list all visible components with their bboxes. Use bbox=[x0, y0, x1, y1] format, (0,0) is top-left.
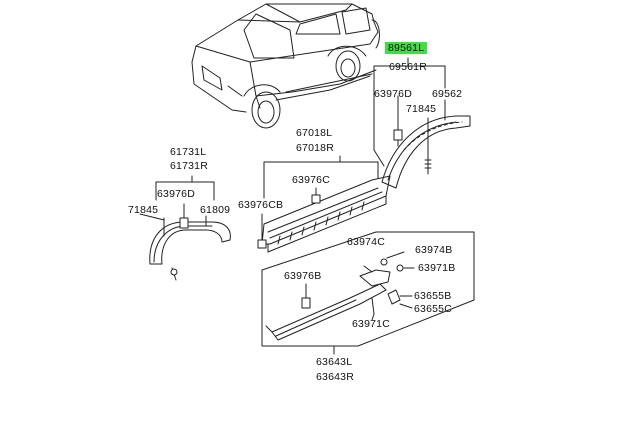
part-label-63974B[interactable]: 63974B bbox=[415, 244, 453, 256]
part-label-63976B[interactable]: 63976B bbox=[284, 270, 322, 282]
part-label-63974C[interactable]: 63974C bbox=[347, 236, 385, 248]
part-label-63643L[interactable]: 63643L bbox=[316, 356, 353, 368]
part-label-69561R[interactable]: 69561R bbox=[389, 61, 427, 73]
part-label-71845-front[interactable]: 71845 bbox=[128, 204, 159, 216]
part-label-63971B[interactable]: 63971B bbox=[418, 262, 456, 274]
part-label-71845-rear[interactable]: 71845 bbox=[406, 103, 437, 115]
part-label-67018L[interactable]: 67018L bbox=[296, 127, 333, 139]
part-label-63643R[interactable]: 63643R bbox=[316, 371, 354, 383]
rear-wheel-arch-group bbox=[373, 57, 471, 189]
part-label-63655C[interactable]: 63655C bbox=[414, 303, 452, 315]
part-label-63976D-rear[interactable]: 63976D bbox=[374, 88, 412, 100]
vehicle-illustration bbox=[191, 3, 380, 129]
front-wheel-arch-group bbox=[139, 175, 231, 281]
part-label-61731R[interactable]: 61731R bbox=[170, 160, 208, 172]
part-label-63976C[interactable]: 63976C bbox=[292, 174, 330, 186]
part-label-63976CB[interactable]: 63976CB bbox=[238, 199, 284, 211]
part-label-89561L[interactable]: 89561L bbox=[385, 42, 428, 54]
part-label-61809[interactable]: 61809 bbox=[200, 204, 231, 216]
door-moulding-group bbox=[257, 155, 391, 253]
part-label-63976D-front[interactable]: 63976D bbox=[157, 188, 195, 200]
part-label-63655B[interactable]: 63655B bbox=[414, 290, 452, 302]
part-label-67018R[interactable]: 67018R bbox=[296, 142, 334, 154]
part-label-61731L[interactable]: 61731L bbox=[170, 146, 207, 158]
part-label-63971C[interactable]: 63971C bbox=[352, 318, 390, 330]
part-label-69562[interactable]: 69562 bbox=[432, 88, 463, 100]
side-sill-group bbox=[261, 231, 475, 355]
